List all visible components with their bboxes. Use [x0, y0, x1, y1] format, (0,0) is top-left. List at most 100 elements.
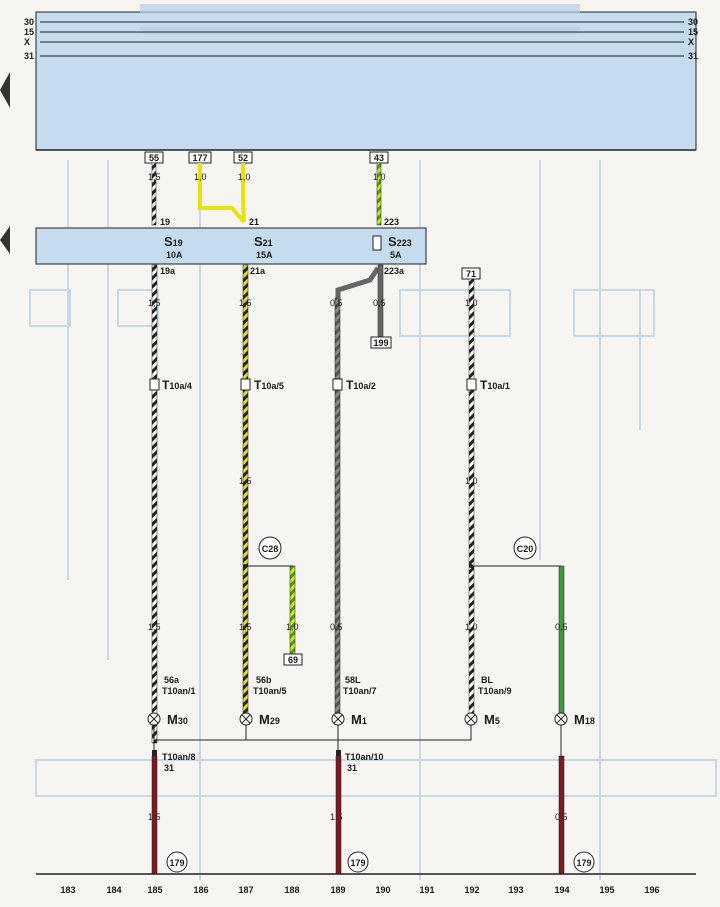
svg-text:T10an/5: T10an/5	[253, 686, 287, 696]
svg-text:185: 185	[147, 885, 162, 895]
size-189-a: 0,5	[330, 298, 343, 308]
svg-text:189: 189	[330, 885, 345, 895]
ghost-background	[29, 160, 717, 880]
svg-text:T10an/8: T10an/8	[162, 752, 196, 762]
fuse-out-21a: 21a	[250, 266, 266, 276]
terminal-box-55: 55	[144, 151, 164, 164]
wire-col194-green	[558, 565, 565, 715]
svg-text:BL: BL	[481, 675, 493, 685]
size-192-mid: 1,0	[465, 476, 478, 486]
wire-col187	[242, 264, 249, 714]
svg-text:184: 184	[106, 885, 121, 895]
svg-text:T10a/5: T10a/5	[254, 378, 284, 392]
junction-c20: C20	[513, 536, 537, 560]
ground-point-179-c: 179	[573, 851, 595, 873]
wire-size-labels: 1,5 1,5 0,5 0,5 1,0 1,5 1,0 1,5 1,5 1,0 …	[148, 298, 568, 822]
svg-text:188: 188	[284, 885, 299, 895]
wire-col185-brown	[151, 755, 158, 875]
size-189-b: 0,5	[330, 622, 343, 632]
svg-text:S19: S19	[164, 234, 183, 249]
size-top-55: 1,5	[148, 172, 161, 182]
wire-col194-brown	[558, 755, 565, 875]
size-192-b: 1,0	[465, 622, 478, 632]
fuse-s223: S223 5A	[372, 234, 412, 260]
terminal-box-43: 43	[369, 151, 389, 164]
svg-text:M5: M5	[484, 712, 500, 727]
ground-conn-left: T10an/8 31	[152, 750, 196, 773]
svg-text:55: 55	[149, 153, 159, 163]
bus-label-left-x: X	[24, 37, 30, 47]
svg-text:43: 43	[374, 153, 384, 163]
terminal-box-199: 199	[370, 336, 392, 349]
terminal-box-52: 52	[233, 151, 253, 164]
size-188-b: 1,0	[286, 622, 299, 632]
svg-text:31: 31	[347, 763, 357, 773]
nav-arrow-left-mid-icon[interactable]	[0, 226, 10, 254]
svg-text:M29: M29	[259, 712, 280, 727]
nav-arrow-left-top-icon[interactable]	[0, 72, 10, 108]
svg-text:179: 179	[576, 858, 591, 868]
lamp-m29: M29	[239, 712, 280, 727]
wire-grey-to-col189	[335, 266, 381, 300]
svg-text:C20: C20	[517, 544, 534, 554]
lamp-m5: M5	[464, 712, 500, 727]
fuse-input-19: 19	[160, 217, 170, 227]
svg-text:191: 191	[419, 885, 434, 895]
svg-text:177: 177	[192, 153, 207, 163]
size-top-43: 1,0	[373, 172, 386, 182]
size-185-a: 1,5	[148, 298, 161, 308]
svg-text:T10an/10: T10an/10	[345, 752, 384, 762]
wire-55-to-s19	[151, 162, 157, 226]
fuse-input-223: 223	[384, 217, 399, 227]
svg-text:194: 194	[554, 885, 569, 895]
size-190-a: 0,5	[373, 298, 386, 308]
size-187-mid: 1,5	[239, 476, 252, 486]
bus-label-right-31: 31	[688, 51, 698, 61]
fuse-input-21: 21	[249, 217, 259, 227]
svg-text:56b: 56b	[256, 675, 272, 685]
svg-text:S223: S223	[388, 234, 412, 249]
svg-text:T10a/1: T10a/1	[480, 378, 510, 392]
wire-col188-green	[289, 565, 296, 655]
svg-text:T10a/2: T10a/2	[346, 378, 376, 392]
wire-col189-brown	[335, 755, 342, 875]
terminal-box-69: 69	[283, 653, 303, 666]
svg-text:199: 199	[373, 338, 388, 348]
svg-text:190: 190	[375, 885, 390, 895]
connector-t10a2: T10a/2	[332, 378, 376, 392]
svg-text:58L: 58L	[345, 675, 361, 685]
ground-point-179-b: 179	[347, 851, 369, 873]
svg-text:179: 179	[169, 858, 184, 868]
size-194-b: 0,5	[555, 622, 568, 632]
terminal-box-177: 177	[188, 151, 212, 164]
size-187-a: 1,5	[239, 298, 252, 308]
relay-panel	[35, 11, 697, 151]
size-top-177: 1,0	[194, 172, 207, 182]
faded-panel-text-2	[140, 26, 580, 34]
ground-bus-line-right	[154, 725, 472, 741]
svg-text:C28: C28	[262, 544, 279, 554]
lamp-m1: M1	[331, 712, 367, 727]
svg-text:15A: 15A	[256, 250, 273, 260]
wire-177-to-s21	[198, 163, 246, 224]
svg-text:69: 69	[288, 655, 298, 665]
bus-label-left-30: 30	[24, 17, 34, 27]
fuse-s19: S19 10A	[164, 234, 183, 260]
terminal-box-71: 71	[461, 267, 481, 280]
ground-conn-56a: 56a T10an/1	[162, 675, 196, 696]
connector-t10a1: T10a/1	[466, 378, 510, 392]
bus-label-left-15: 15	[24, 27, 34, 37]
fuse-out-223a: 223a	[384, 266, 405, 276]
junction-c28-dot	[243, 564, 247, 568]
fuse-panel	[35, 227, 427, 265]
svg-text:193: 193	[508, 885, 523, 895]
size-185-b: 1,5	[148, 622, 161, 632]
svg-text:T10an/7: T10an/7	[343, 686, 377, 696]
connector-t10a4: T10a/4	[149, 378, 192, 392]
svg-text:10A: 10A	[166, 250, 183, 260]
svg-text:196: 196	[644, 885, 659, 895]
size-top-52: 1,0	[238, 172, 251, 182]
svg-text:52: 52	[238, 153, 248, 163]
lamp-m30: M30	[147, 712, 188, 727]
